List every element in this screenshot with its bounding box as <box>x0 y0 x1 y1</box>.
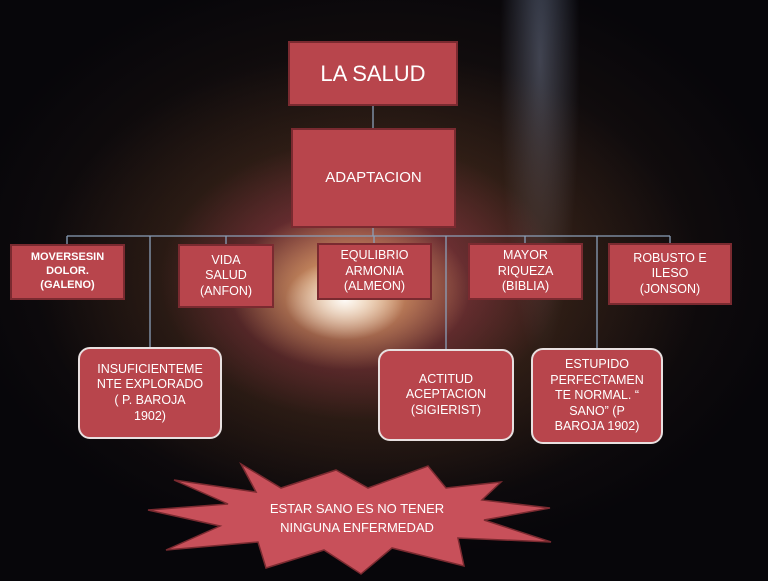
node-line: DOLOR. <box>46 265 89 278</box>
node-line: INSUFICIENTEME <box>97 361 203 376</box>
center-text: ADAPTACION <box>325 168 422 186</box>
node-line: (GALENO) <box>40 278 95 291</box>
node-line: ROBUSTO E <box>633 250 707 265</box>
node-line: RIQUEZA <box>497 263 554 278</box>
conclusion-line: ESTAR SANO ES NO TENER <box>269 501 445 517</box>
node-line: (BIBLIA) <box>501 279 550 294</box>
starburst-shape <box>147 461 552 575</box>
node-line: NTE EXPLORADO <box>96 377 204 392</box>
conclusion-line: NINGUNA ENFERMEDAD <box>280 520 434 535</box>
node-line: MAYOR <box>503 248 548 263</box>
node-actitud-aceptacion: ACTITUD ACEPTACION (SIGIERIST) <box>378 349 514 441</box>
node-line: EQULIBRIO <box>340 248 409 263</box>
node-line: MOVERSESIN <box>30 251 105 264</box>
node-line: VIDA <box>211 252 241 267</box>
node-line: PERFECTAMEN <box>550 372 644 387</box>
node-line: ( P. BAROJA <box>114 393 186 407</box>
node-line: ACTITUD <box>418 371 474 386</box>
title-box: LA SALUD <box>288 41 458 106</box>
node-robusto-e-ileso: ROBUSTO E ILESO (JONSON) <box>608 243 732 305</box>
conclusion-text: ESTAR SANO ES NO TENER NINGUNA ENFERMEDA… <box>146 458 568 576</box>
node-mayor-riqueza: MAYOR RIQUEZA (BIBLIA) <box>468 243 583 300</box>
node-estupido-perfectamente-normal: ESTUPIDO PERFECTAMEN TE NORMAL. “ SANO” … <box>531 348 663 444</box>
adaptacion-box: ADAPTACION <box>291 128 456 228</box>
node-line: SALUD <box>205 268 247 283</box>
node-line: BAROJA 1902) <box>554 419 640 434</box>
node-line: ILESO <box>651 266 689 281</box>
node-line: ESTUPIDO <box>565 356 629 371</box>
node-vida-salud: VIDA SALUD (ANFON) <box>178 244 274 308</box>
node-line: ACEPTACION <box>405 387 487 402</box>
node-line: 1902) <box>134 408 166 423</box>
node-line: (JONSON) <box>639 281 701 296</box>
node-line: (ALMEON) <box>343 279 406 294</box>
node-line: SANO” (P <box>569 403 625 418</box>
node-line: (SIGIERIST) <box>410 402 482 417</box>
node-insuficientemente-explorado: INSUFICIENTEME NTE EXPLORADO ( P. BAROJA… <box>78 347 222 439</box>
title-text: LA SALUD <box>320 60 426 86</box>
node-line: ARMONIA <box>345 263 404 278</box>
node-line: TE NORMAL. “ <box>554 388 640 403</box>
node-moverse-sin-dolor: MOVERSESIN DOLOR. (GALENO) <box>10 244 125 300</box>
node-equlibrio-armonia: EQULIBRIO ARMONIA (ALMEON) <box>317 243 432 300</box>
node-line: (ANFON) <box>199 283 253 298</box>
conclusion-starburst: ESTAR SANO ES NO TENER NINGUNA ENFERMEDA… <box>146 458 568 576</box>
